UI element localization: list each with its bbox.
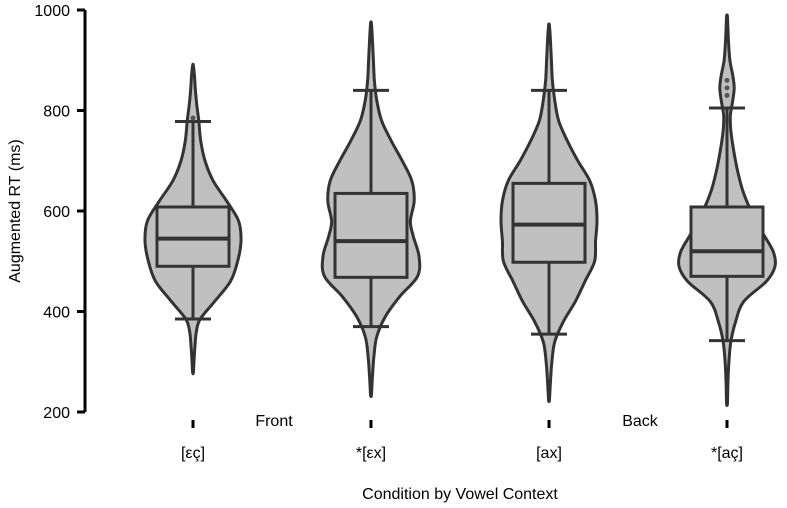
outlier-point (190, 115, 196, 121)
y-tick-label: 800 (43, 104, 70, 121)
iqr-box (155, 205, 231, 268)
y-tick-label: 600 (43, 204, 70, 221)
x-tick-label: *[aç] (711, 445, 743, 462)
violin-group (143, 62, 243, 376)
group-label-front: Front (255, 413, 293, 430)
y-tick-label: 400 (43, 305, 70, 322)
y-ticks: 200 400 600 800 1000 (34, 3, 85, 422)
violin-layer (143, 13, 777, 407)
outlier-point (724, 92, 730, 98)
y-tick-label: 1000 (34, 3, 70, 20)
x-tick-label: [ax] (536, 445, 562, 462)
x-ticks: [εç] *[εx] [ax] *[aç] (181, 420, 743, 462)
y-axis-title: Augmented RT (ms) (7, 139, 24, 282)
x-tick-label: [εç] (181, 445, 205, 462)
outlier-point (724, 77, 730, 83)
x-axis-title: Condition by Vowel Context (362, 486, 558, 503)
iqr-box (689, 205, 765, 278)
x-tick-label: *[εx] (356, 445, 386, 462)
outlier-point (724, 85, 730, 91)
y-tick-label: 200 (43, 405, 70, 422)
axes: 200 400 600 800 1000 [εç] *[εx] [ax] *[aç] (34, 3, 743, 462)
iqr-box (333, 191, 409, 279)
violin-group (677, 13, 777, 407)
violin-group (320, 20, 422, 399)
violin-group (499, 22, 599, 404)
group-label-back: Back (622, 413, 659, 430)
